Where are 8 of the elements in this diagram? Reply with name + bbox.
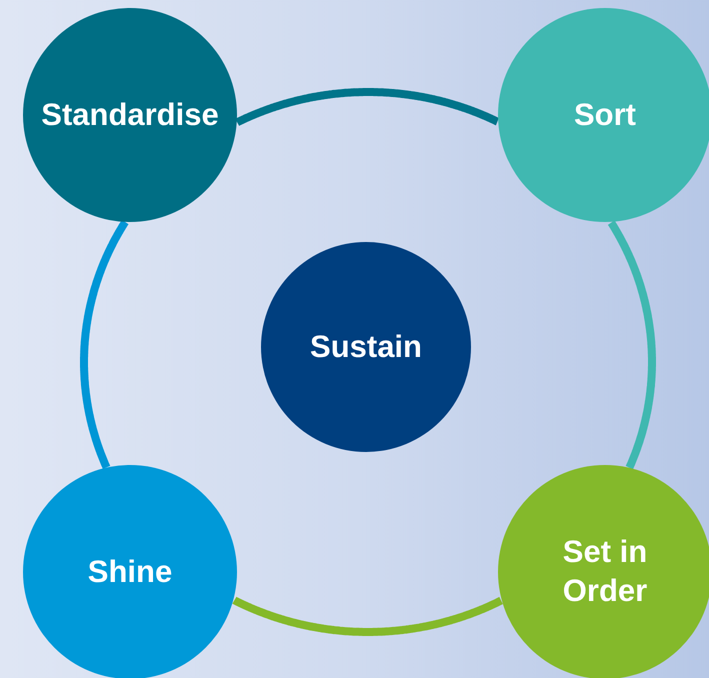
ring-arc <box>231 596 504 636</box>
step-label: Sustain <box>310 328 422 366</box>
step-label: Set in Order <box>562 533 648 610</box>
step-label: Shine <box>88 552 172 591</box>
step-label: Standardise <box>41 96 219 134</box>
step-label: Sort <box>574 96 636 134</box>
ring-arc <box>234 88 500 126</box>
ring-arc <box>608 220 656 471</box>
